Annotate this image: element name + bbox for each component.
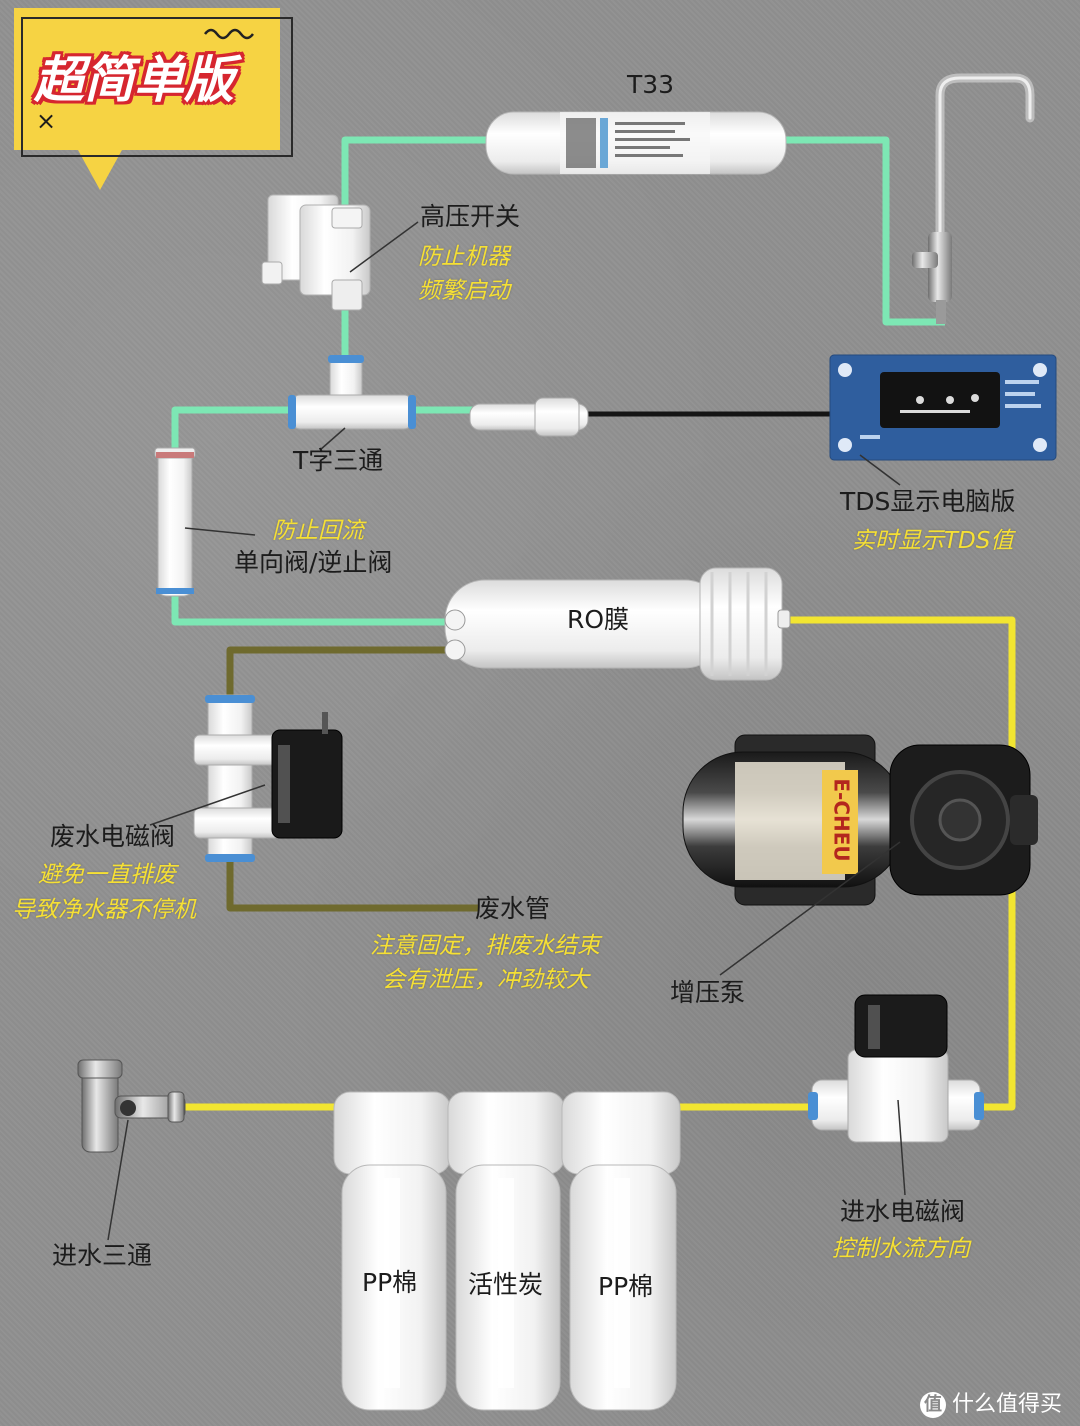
ro-membrane-housing	[444, 567, 791, 681]
t33-filter	[485, 111, 787, 175]
high-pressure-switch-label: 高压开关	[420, 202, 521, 231]
inlet-solenoid-valve	[808, 994, 984, 1143]
faucet	[912, 73, 1035, 324]
waste-solenoid-label: 废水电磁阀	[50, 822, 176, 851]
tee-leader	[319, 427, 346, 451]
pipe-checkvalve-to-ro	[171, 595, 448, 626]
pipe-ro-to-waste-solenoid	[226, 646, 450, 700]
filter-housings	[333, 1091, 681, 1411]
high-pressure-switch-note-2: 频繁启动	[418, 278, 510, 304]
tds-leader	[859, 454, 901, 486]
pipe-t33-to-faucet	[785, 136, 945, 326]
badge-close-icon: ×	[36, 107, 57, 135]
tds-board	[829, 354, 1057, 461]
pipe-tee-to-checkvalve	[171, 406, 295, 450]
waste-solenoid-note-1: 避免一直排废	[38, 862, 176, 888]
inlet-tee-label: 进水三通	[52, 1241, 153, 1270]
booster-pump-brand: E-CHEU	[829, 778, 854, 862]
tds-board-label: TDS显示电脑版	[840, 487, 1016, 516]
filter-1-label: PP棉	[362, 1268, 418, 1297]
high-pressure-switch-note-1: 防止机器	[418, 244, 510, 270]
filter-housing-3	[561, 1091, 681, 1411]
filter-2-label: 活性炭	[468, 1270, 544, 1299]
high-pressure-switch	[261, 194, 371, 311]
t33-label: T33	[627, 70, 675, 99]
check-valve	[154, 447, 196, 597]
check-valve-leader	[184, 527, 256, 536]
booster-pump-label: 增压泵	[670, 978, 746, 1007]
inlet-solenoid-leader	[897, 1099, 906, 1196]
tds-board-note: 实时显示TDS值	[852, 528, 1014, 554]
pipe-pump-to-ro	[785, 616, 1016, 760]
inlet-tee-valve	[77, 1059, 186, 1153]
tds-probe	[469, 397, 589, 437]
waste-solenoid-valve	[193, 694, 343, 862]
pump-leader	[719, 841, 901, 976]
pipe-t33-to-switch	[341, 136, 486, 215]
filter-3-label: PP棉	[598, 1272, 654, 1301]
waste-solenoid-leader	[149, 784, 266, 826]
check-valve-label: 单向阀/逆止阀	[234, 548, 393, 577]
watermark-text: 什么值得买	[951, 1392, 1062, 1417]
pipe-solenoid-to-pump	[978, 885, 1016, 1111]
waste-pipe-label: 废水管	[475, 894, 551, 923]
title-badge	[14, 8, 293, 190]
waste-water-pipes	[226, 646, 478, 912]
ro-membrane-label: RO膜	[567, 605, 630, 634]
inlet-solenoid-note: 控制水流方向	[832, 1236, 970, 1262]
tee-label: T字三通	[293, 446, 384, 475]
booster-pump	[682, 734, 1038, 906]
pipe-waste-solenoid-out	[226, 860, 478, 912]
waste-pipe-note-2: 会有泄压，冲劲较大	[382, 967, 589, 993]
waste-solenoid-note-2: 导致净水器不停机	[12, 897, 196, 923]
filter-housing-2	[447, 1091, 565, 1411]
inlet-solenoid-label: 进水电磁阀	[840, 1197, 966, 1226]
pure-water-pipes	[171, 136, 945, 626]
t-tee-fitting	[288, 355, 416, 430]
filter-housing-1	[333, 1091, 451, 1411]
switch-leader	[349, 221, 419, 273]
waste-pipe-note-1: 注意固定，排废水结束	[370, 933, 600, 959]
watermark-icon: 值	[919, 1392, 946, 1418]
raw-water-pipes	[185, 616, 1016, 1111]
check-valve-note: 防止回流	[272, 518, 364, 544]
badge-title: 超简单版	[34, 51, 234, 109]
watermark: 值 什么值得买	[919, 1392, 1062, 1418]
inlet-tee-leader	[107, 1119, 129, 1241]
